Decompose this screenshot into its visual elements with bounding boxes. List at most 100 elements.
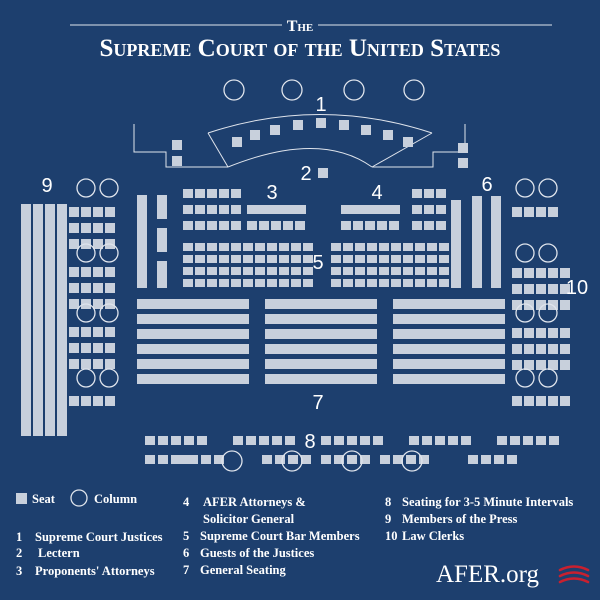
press-seat bbox=[81, 207, 91, 217]
clerk-seat bbox=[524, 344, 534, 354]
proponents-seat bbox=[183, 189, 193, 198]
legend-text-4: AFER Attorneys & bbox=[203, 495, 306, 509]
afer-seat bbox=[389, 221, 399, 230]
bar-seat bbox=[291, 255, 301, 263]
clerk-seat bbox=[548, 344, 558, 354]
column bbox=[76, 178, 96, 198]
press-seat bbox=[105, 327, 115, 337]
clerk-seat bbox=[512, 268, 522, 278]
interval-seat bbox=[301, 455, 311, 464]
interval-seat bbox=[507, 455, 517, 464]
general-seat-row bbox=[265, 344, 377, 354]
bench-side-seat bbox=[172, 140, 182, 150]
bar-seat bbox=[379, 255, 389, 263]
legend-num-6: 6 bbox=[183, 546, 189, 560]
proponents-table bbox=[247, 205, 306, 214]
bar-seat bbox=[427, 279, 437, 287]
interval-seat bbox=[380, 455, 390, 464]
bar-seat bbox=[255, 279, 265, 287]
interval-seat bbox=[334, 455, 344, 464]
justice-seat bbox=[232, 137, 242, 147]
bar-seat bbox=[243, 255, 253, 263]
general-seat-row bbox=[137, 374, 249, 384]
column bbox=[99, 368, 119, 388]
proponents-seat bbox=[231, 205, 241, 214]
bench-wall-right bbox=[372, 124, 466, 168]
interval-seat bbox=[523, 436, 533, 445]
clerk-seat bbox=[536, 207, 546, 217]
section-number-5: 5 bbox=[312, 252, 323, 274]
legend-text-9: Members of the Press bbox=[402, 512, 517, 526]
flag-stripes-icon bbox=[558, 565, 590, 584]
press-seat bbox=[81, 327, 91, 337]
bench-outline bbox=[133, 114, 466, 168]
press-seat bbox=[93, 283, 103, 293]
justice-seat bbox=[403, 137, 413, 147]
general-seat-row bbox=[137, 344, 249, 354]
clerk-seat bbox=[560, 344, 570, 354]
bar-seat bbox=[415, 255, 425, 263]
interval-seat bbox=[393, 455, 403, 464]
legend-num-5: 5 bbox=[183, 529, 189, 543]
legend-seat-label: Seat bbox=[32, 492, 56, 506]
column bbox=[403, 79, 425, 101]
bar-seat bbox=[291, 243, 301, 251]
interval-seat bbox=[233, 436, 243, 445]
proponents-seat bbox=[247, 221, 257, 230]
press-seat bbox=[93, 223, 103, 233]
press-bench bbox=[45, 204, 55, 436]
legend-text-8: Seating for 3-5 Minute Intervals bbox=[402, 495, 573, 509]
bar-seat bbox=[427, 255, 437, 263]
interval-seat bbox=[188, 455, 198, 464]
press-seat bbox=[81, 396, 91, 406]
interval-seat bbox=[246, 436, 256, 445]
afer-seat bbox=[341, 221, 351, 230]
proponents-seat bbox=[259, 221, 269, 230]
bar-seat bbox=[267, 279, 277, 287]
general-seat-row bbox=[137, 359, 249, 369]
section-number-9: 9 bbox=[41, 175, 52, 197]
legend-text-7: General Seating bbox=[200, 563, 287, 577]
press-seat bbox=[69, 223, 79, 233]
bar-seat bbox=[403, 243, 413, 251]
bar-seat bbox=[303, 267, 313, 275]
clerk-seat bbox=[536, 396, 546, 406]
afer-seat bbox=[436, 205, 446, 214]
interval-seat bbox=[175, 455, 185, 464]
press-seat bbox=[93, 359, 103, 369]
bench-arc-outer bbox=[207, 114, 433, 134]
general-seat-row bbox=[137, 299, 249, 309]
bar-seat bbox=[279, 267, 289, 275]
interval-seat bbox=[360, 455, 370, 464]
interval-seat bbox=[435, 436, 445, 445]
press-seat bbox=[93, 239, 103, 249]
legend-num-8: 8 bbox=[385, 495, 391, 509]
bench-side-seat bbox=[172, 156, 182, 166]
press-seat bbox=[105, 343, 115, 353]
clerk-seat bbox=[536, 284, 546, 294]
bench-end-left bbox=[207, 132, 229, 168]
bar-seat bbox=[355, 243, 365, 251]
clerk-seat bbox=[536, 328, 546, 338]
bar-seat bbox=[403, 279, 413, 287]
clerk-seat bbox=[524, 284, 534, 294]
bar-seat bbox=[415, 243, 425, 251]
lectern-seat bbox=[318, 168, 328, 178]
press-seat bbox=[105, 223, 115, 233]
press-seat bbox=[69, 299, 79, 309]
interval-seat bbox=[184, 436, 194, 445]
general-seat-row bbox=[137, 329, 249, 339]
legend-num-7: 7 bbox=[183, 563, 189, 577]
bar-seat bbox=[279, 243, 289, 251]
interval-seat bbox=[275, 455, 285, 464]
press-seat bbox=[69, 239, 79, 249]
interval-seat bbox=[145, 455, 155, 464]
column bbox=[281, 450, 303, 472]
bar-seat bbox=[355, 279, 365, 287]
bar-seat bbox=[439, 267, 449, 275]
bench-side-seat bbox=[458, 143, 468, 153]
press-seat bbox=[105, 267, 115, 277]
bar-seat bbox=[303, 255, 313, 263]
column bbox=[515, 368, 535, 388]
